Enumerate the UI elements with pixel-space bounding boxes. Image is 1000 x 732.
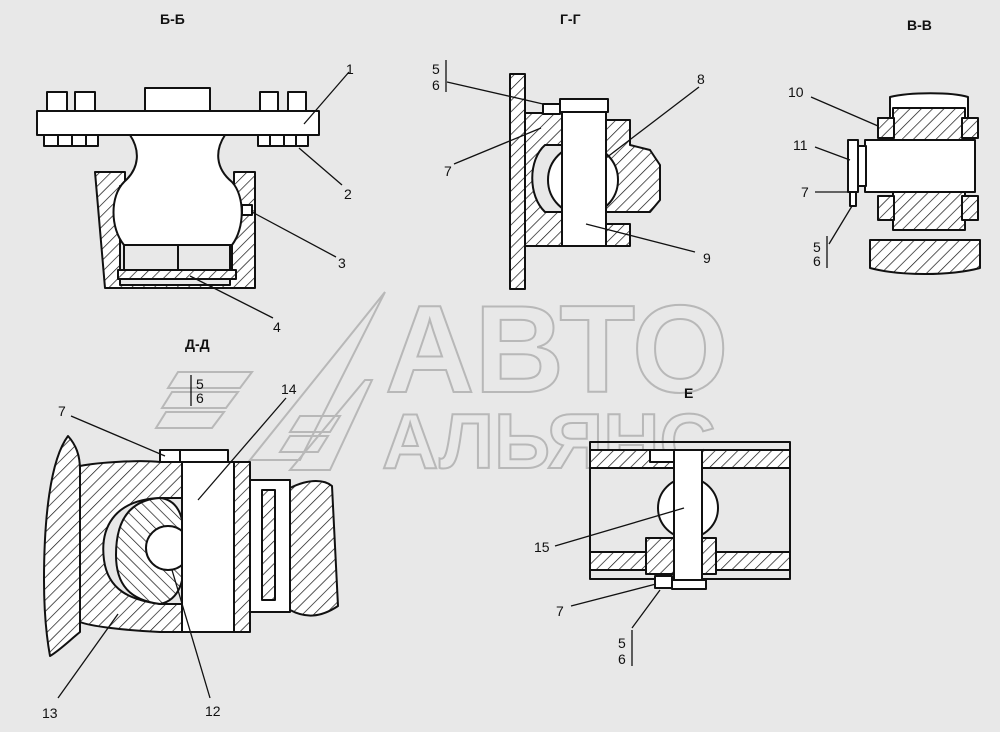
fraction-bottom-gg: 6 xyxy=(432,77,440,93)
vv-left-flange-top xyxy=(877,117,895,139)
bb-bolt xyxy=(46,91,68,112)
callout-4: 4 xyxy=(273,319,281,335)
e-washer xyxy=(654,575,673,589)
fraction-top-vv: 5 xyxy=(813,239,821,255)
callout-8: 8 xyxy=(697,71,705,87)
callout-11: 11 xyxy=(793,137,808,153)
vv-lower-bearing xyxy=(892,191,966,231)
e-top-lug xyxy=(649,449,675,463)
gg-pin xyxy=(561,111,607,247)
vv-pin-head xyxy=(847,139,859,193)
bb-top-plate xyxy=(36,110,320,136)
bb-grease-fitting xyxy=(241,204,253,216)
dd-right-bushing xyxy=(233,461,251,633)
dd-pin-head xyxy=(179,449,229,463)
callout-7-gg: 7 xyxy=(444,163,452,179)
vv-right-flange-top xyxy=(961,117,979,139)
gg-pin-head xyxy=(559,98,609,113)
dd-right-cap xyxy=(289,480,339,617)
vv-bottom-cap xyxy=(869,239,981,275)
dd-right-insert xyxy=(261,489,276,601)
bb-bottom-liner xyxy=(117,269,237,280)
vv-lock xyxy=(849,191,857,207)
callout-7-vv: 7 xyxy=(801,184,809,200)
fraction-bottom-e: 6 xyxy=(618,651,626,667)
dd-washer xyxy=(159,449,181,463)
view-vv: В-В 10 11 7 5 6 xyxy=(788,17,981,275)
watermark-wings-logo xyxy=(154,291,386,471)
vv-right-flange-bot xyxy=(961,195,979,221)
view-e: Е 15 7 5 6 xyxy=(534,385,791,667)
fraction-top-gg: 5 xyxy=(432,61,440,77)
dd-outer-shell xyxy=(43,435,81,657)
view-dd: Д-Д 7 14 13 12 5 6 xyxy=(42,336,339,721)
callout-2: 2 xyxy=(344,186,352,202)
gg-washer xyxy=(542,103,561,115)
callout-1: 1 xyxy=(346,61,354,77)
e-nut xyxy=(671,579,707,590)
vv-pin xyxy=(864,139,976,193)
callout-7-dd: 7 xyxy=(58,403,66,419)
fraction-top-dd: 5 xyxy=(196,376,204,392)
callout-15: 15 xyxy=(534,539,550,555)
callout-3: 3 xyxy=(338,255,346,271)
callout-7-e: 7 xyxy=(556,603,564,619)
callout-12: 12 xyxy=(205,703,221,719)
callout-9: 9 xyxy=(703,250,711,266)
fraction-bottom-dd: 6 xyxy=(196,390,204,406)
dd-c-body xyxy=(79,460,183,633)
callout-14: 14 xyxy=(281,381,297,397)
bb-ball-joint xyxy=(112,134,243,246)
view-title-bb: Б-Б xyxy=(160,11,185,27)
callout-10: 10 xyxy=(788,84,804,100)
view-gg: Г-Г 8 7 9 5 6 xyxy=(432,11,711,290)
vv-washer xyxy=(857,145,867,187)
e-lower-lug-left xyxy=(645,537,675,575)
watermark-line1: АВТО xyxy=(385,281,728,419)
gg-plate xyxy=(509,73,526,290)
view-title-gg: Г-Г xyxy=(560,11,581,27)
e-lower-lug-right xyxy=(701,537,717,575)
view-title-dd: Д-Д xyxy=(185,336,210,352)
vv-upper-bearing xyxy=(892,107,966,141)
vv-left-flange-bot xyxy=(877,195,895,221)
bb-bolt xyxy=(259,91,279,112)
bb-top-boss xyxy=(144,87,211,112)
view-title-e: Е xyxy=(684,385,693,401)
callout-13: 13 xyxy=(42,705,58,721)
view-bb: Б-Б 1 2 3 4 xyxy=(36,11,354,335)
fraction-top-e: 5 xyxy=(618,635,626,651)
bb-bolt xyxy=(74,91,96,112)
view-title-vv: В-В xyxy=(907,17,932,33)
e-pin xyxy=(673,449,703,581)
fraction-bottom-vv: 6 xyxy=(813,253,821,269)
gg-right-body xyxy=(604,119,661,213)
bb-bolt xyxy=(287,91,307,112)
